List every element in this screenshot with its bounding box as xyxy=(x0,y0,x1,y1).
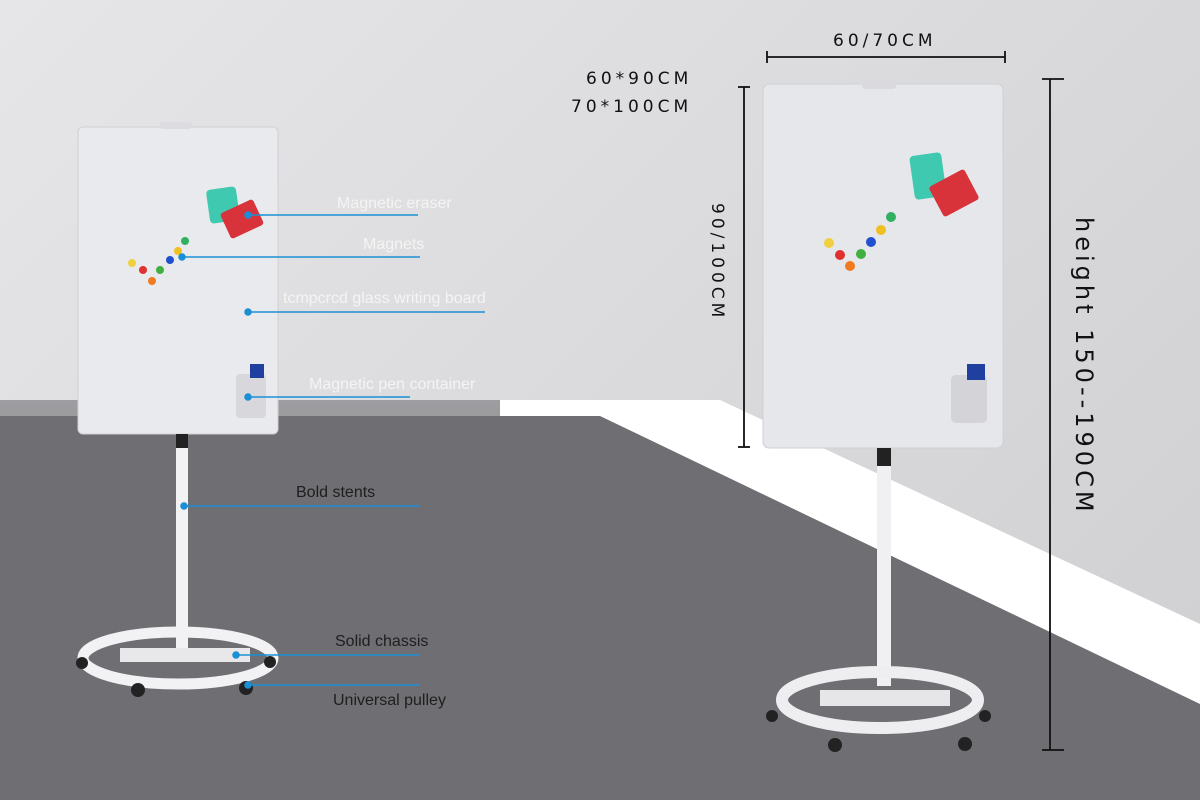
label-magnetic-eraser: Magnetic eraser xyxy=(337,195,452,212)
label-magnets: Magnets xyxy=(363,236,425,253)
size-option-2: 70*100CM xyxy=(571,97,693,117)
label-glass-board: tcmpcrcd glass writing board xyxy=(283,290,486,307)
width-label: 60/70CM xyxy=(833,31,937,51)
board-height-label: 90/100CM xyxy=(707,203,727,322)
right-whiteboard xyxy=(762,82,1004,752)
size-option-1: 60*90CM xyxy=(586,69,693,89)
label-bold-stents: Bold stents xyxy=(296,484,376,501)
label-universal-pulley: Universal pulley xyxy=(333,692,446,709)
label-solid-chassis: Solid chassis xyxy=(335,633,429,650)
dimension-lines xyxy=(738,51,1064,751)
left-whiteboard xyxy=(76,122,279,697)
label-pen-container: Magnetic pen container xyxy=(309,376,476,393)
total-height-label: height 150--190CM xyxy=(1070,217,1098,516)
callout-lines xyxy=(178,211,485,689)
